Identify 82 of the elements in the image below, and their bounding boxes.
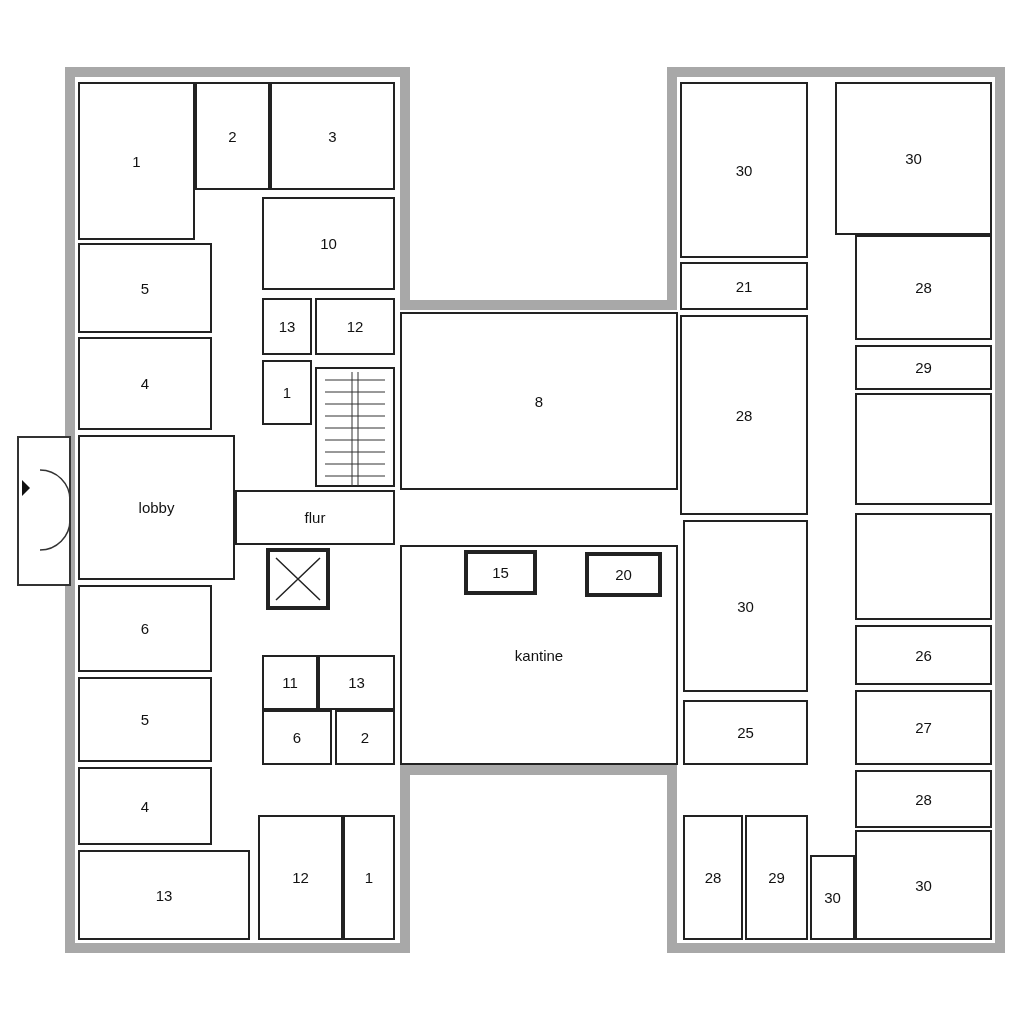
room-number: 2 — [360, 729, 370, 746]
room — [235, 490, 395, 545]
room — [78, 585, 212, 672]
empty-room — [855, 513, 992, 620]
room-number: 8 — [534, 392, 544, 410]
room — [683, 700, 808, 765]
room-number: 25 — [737, 724, 754, 741]
room-number: 1 — [282, 384, 292, 401]
room-number: 10 — [320, 235, 337, 252]
room — [78, 677, 212, 762]
room — [855, 345, 992, 390]
room — [262, 298, 312, 355]
room — [400, 312, 678, 490]
room — [680, 315, 808, 515]
room — [400, 545, 678, 765]
room-number: 5 — [140, 279, 150, 297]
room-number: 30 — [735, 161, 753, 179]
room-number: 30 — [737, 597, 754, 615]
room-number: 6 — [292, 729, 302, 746]
room — [78, 767, 212, 845]
room — [78, 337, 212, 430]
room-name: flur — [304, 509, 326, 526]
room-number: 28 — [704, 869, 722, 886]
room-number: 1 — [132, 152, 141, 170]
room — [195, 82, 270, 190]
room — [78, 82, 195, 240]
room — [683, 520, 808, 692]
empty-room — [855, 393, 992, 505]
room — [855, 625, 992, 685]
room-number: 26 — [915, 646, 932, 664]
room-number: 13 — [155, 886, 173, 904]
room — [745, 815, 808, 940]
room-number: 28 — [915, 279, 932, 296]
room-number: 1 — [364, 869, 374, 886]
room-number: 11 — [282, 674, 298, 691]
room-name: lobby — [138, 499, 175, 516]
room — [262, 710, 332, 765]
room — [78, 435, 235, 580]
room-number: 13 — [278, 318, 296, 335]
room-number: 20 — [615, 566, 632, 583]
room-number: 12 — [292, 869, 309, 886]
room — [835, 82, 992, 235]
room — [262, 360, 312, 425]
room — [318, 655, 395, 710]
room-number: 29 — [915, 359, 932, 376]
room — [680, 262, 808, 310]
room-number: 13 — [348, 674, 365, 691]
room — [680, 82, 808, 258]
room — [683, 815, 743, 940]
room-number: 30 — [824, 889, 841, 906]
room-number: 6 — [140, 620, 150, 637]
room-number: 27 — [915, 719, 932, 736]
room — [585, 552, 662, 597]
room — [343, 815, 395, 940]
room-number: 2 — [228, 127, 237, 145]
room — [258, 815, 343, 940]
room — [855, 235, 992, 340]
room — [78, 243, 212, 333]
room-number: 29 — [768, 869, 785, 886]
room-number: 28 — [735, 406, 753, 424]
room — [335, 710, 395, 765]
room — [810, 855, 855, 940]
room-number: 4 — [140, 375, 150, 392]
room — [464, 550, 537, 595]
room — [270, 82, 395, 190]
room-number: 5 — [140, 711, 150, 728]
room — [855, 830, 992, 940]
room-number: 21 — [735, 277, 753, 295]
room-number: 28 — [915, 790, 932, 808]
room-name: kantine — [514, 646, 564, 664]
room-number: 12 — [346, 318, 364, 335]
room-number: 30 — [915, 876, 932, 894]
room — [855, 690, 992, 765]
room — [855, 770, 992, 828]
room — [262, 655, 318, 710]
room-number: 15 — [492, 564, 509, 581]
room — [262, 197, 395, 290]
room-number: 3 — [328, 127, 337, 145]
room-number: 30 — [905, 150, 922, 167]
room — [78, 850, 250, 940]
room-number: 4 — [140, 797, 150, 815]
room — [315, 298, 395, 355]
